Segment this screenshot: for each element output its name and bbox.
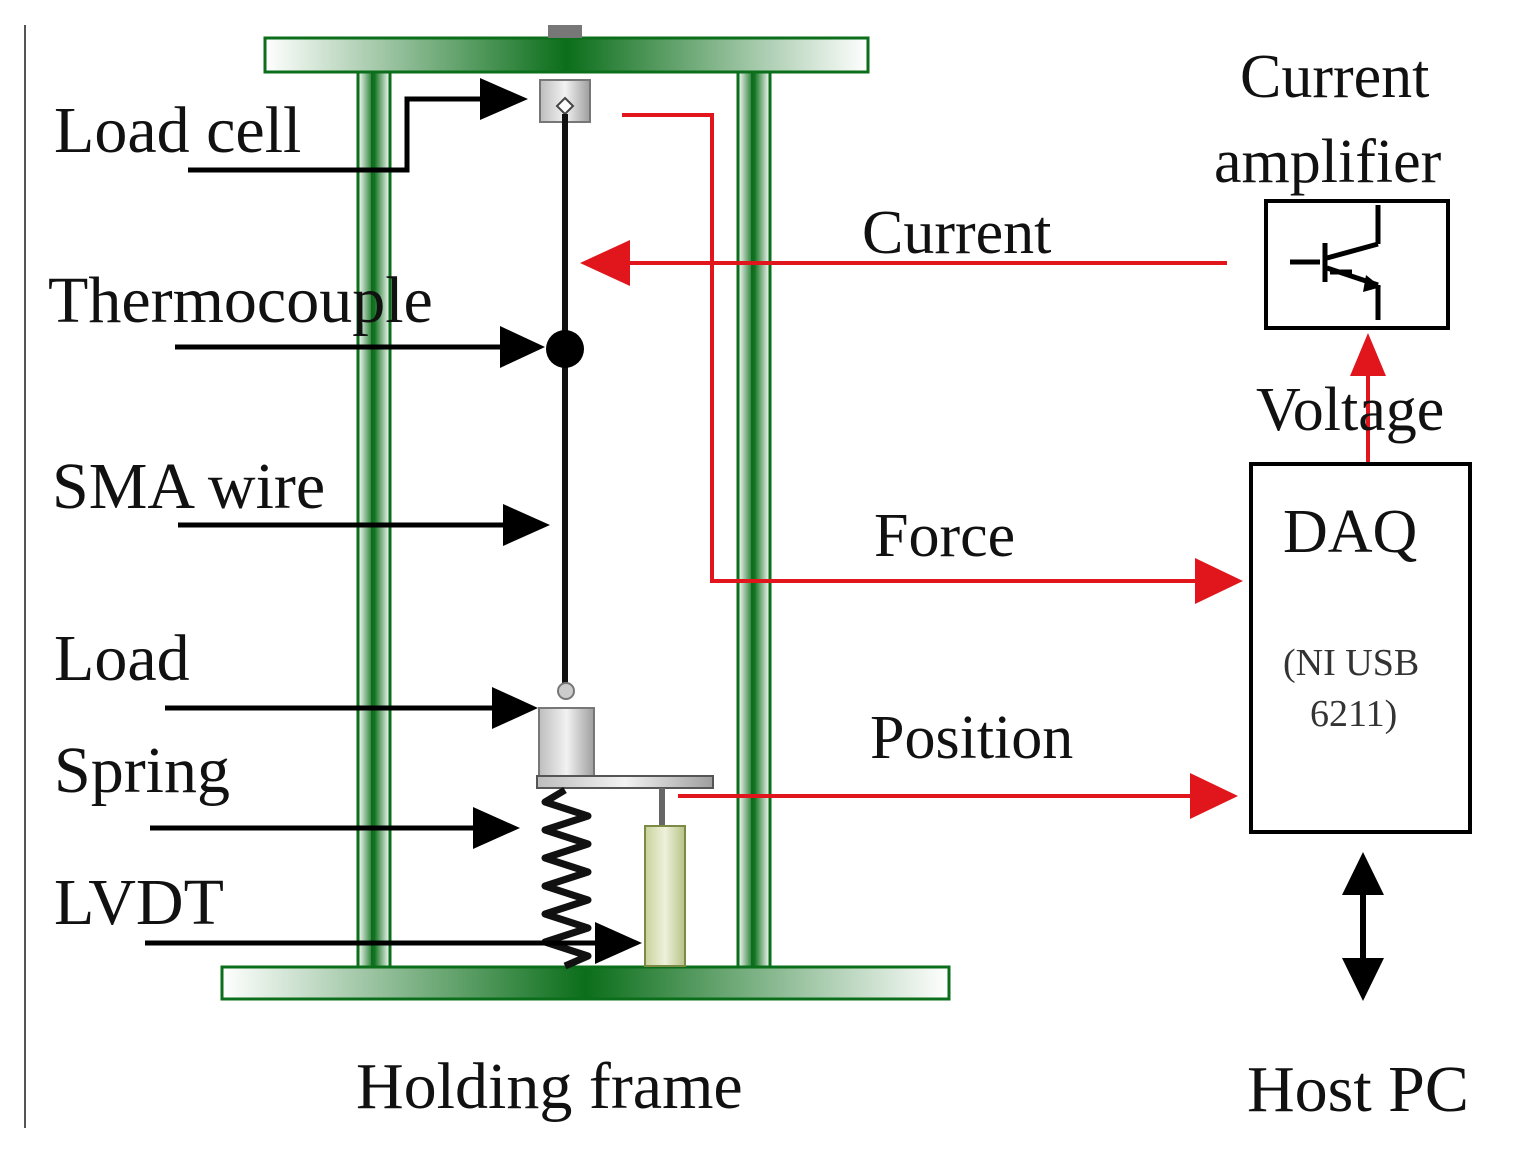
- label-current-amplifier-line2: amplifier: [1214, 128, 1442, 196]
- frame-left-column: [356, 68, 392, 972]
- signal-lines: [580, 113, 1386, 819]
- label-lvdt: LVDT: [54, 866, 224, 939]
- thermocouple-junction: [546, 330, 584, 368]
- transistor-icon: [1290, 205, 1381, 320]
- frame-right-column: [736, 68, 772, 972]
- specimen-assembly: [536, 79, 714, 970]
- label-host-pc: Host PC: [1247, 1053, 1469, 1126]
- current-amplifier: [1264, 199, 1450, 330]
- holding-frame: [220, 25, 951, 1001]
- top-screw: [548, 25, 582, 38]
- bidirectional-arrow-icon: [1342, 852, 1384, 1001]
- force-signal-line: [622, 113, 1200, 583]
- label-daq-model-line2: 6211): [1310, 693, 1397, 735]
- load-platform: [536, 775, 714, 789]
- label-holding-frame: Holding frame: [356, 1050, 743, 1123]
- frame-top-plate: [263, 36, 870, 74]
- label-current: Current: [862, 199, 1051, 267]
- label-sma-wire: SMA wire: [52, 450, 325, 523]
- load-hook: [557, 682, 575, 700]
- label-daq-model-line1: (NI USB: [1283, 642, 1419, 684]
- label-spring: Spring: [54, 734, 230, 807]
- load-mass: [538, 707, 595, 777]
- lvdt-body: [644, 825, 686, 967]
- pointer-arrows: [145, 78, 642, 964]
- daq-box: [1249, 462, 1472, 834]
- label-thermocouple: Thermocouple: [48, 264, 433, 337]
- frame-bottom-plate: [220, 965, 951, 1001]
- spring-coil: [541, 786, 592, 970]
- label-load-cell: Load cell: [54, 94, 301, 167]
- label-force: Force: [874, 502, 1015, 570]
- amplifier-box: [1264, 199, 1450, 330]
- label-current-amplifier-line1: Current: [1240, 43, 1429, 111]
- label-voltage: Voltage: [1256, 376, 1444, 444]
- label-daq: DAQ: [1283, 498, 1417, 566]
- load-cell-pointer: [188, 96, 480, 173]
- label-load: Load: [54, 622, 190, 695]
- label-position: Position: [870, 704, 1073, 772]
- labels: Load cell Thermocouple SMA wire Load Spr…: [48, 43, 1469, 1126]
